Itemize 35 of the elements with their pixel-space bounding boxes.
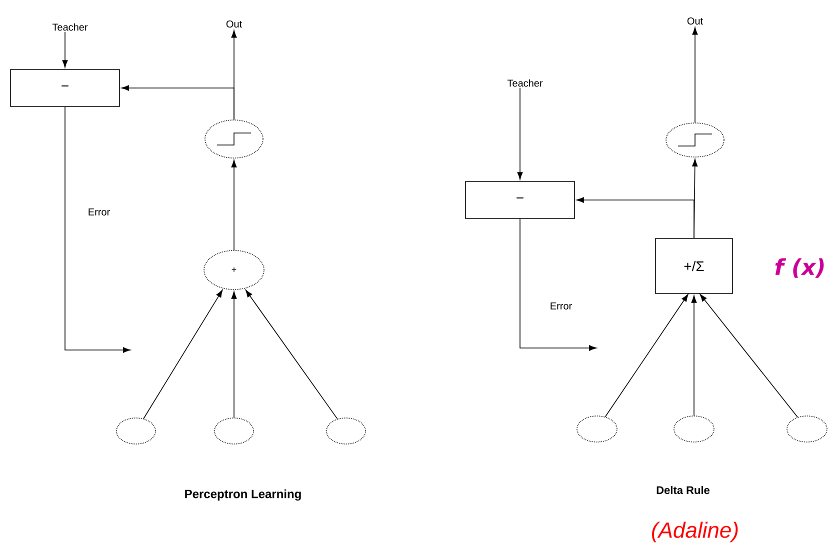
arrow (245, 290, 338, 420)
arrow (517, 87, 523, 180)
subtractor-box: − (10, 69, 120, 107)
input-label: Teacher (507, 79, 543, 87)
output-label: Out (687, 17, 703, 25)
step-function-circle (204, 120, 264, 158)
subtitle: (Adaline) (652, 522, 738, 542)
caption: Perceptron Learning (185, 489, 301, 501)
output-label: Out (226, 20, 242, 28)
input-circle (786, 416, 828, 442)
input-circle (116, 418, 156, 444)
summation-box: +/Σ (655, 238, 733, 294)
arrow (692, 27, 698, 123)
arrow (231, 291, 237, 418)
subtractor-box: − (465, 181, 575, 219)
input-label: Teacher (52, 23, 88, 31)
input-circle (214, 418, 254, 444)
arrow (121, 85, 234, 120)
input-circle (576, 416, 618, 442)
caption: Delta Rule (656, 486, 710, 494)
arrow (604, 294, 688, 418)
input-circle (674, 416, 714, 442)
step-function-circle (666, 122, 724, 158)
function-label: f (x) (775, 258, 824, 278)
arrow (231, 160, 237, 251)
edge-label: Error (86, 208, 112, 216)
arrow (143, 290, 223, 420)
arrow (520, 218, 597, 351)
input-circle (326, 418, 366, 444)
arrow (64, 106, 131, 353)
arrow (62, 31, 68, 68)
arrow (700, 294, 798, 418)
arrow (691, 295, 697, 416)
arrow (576, 197, 694, 238)
edge-label: Error (548, 302, 574, 310)
